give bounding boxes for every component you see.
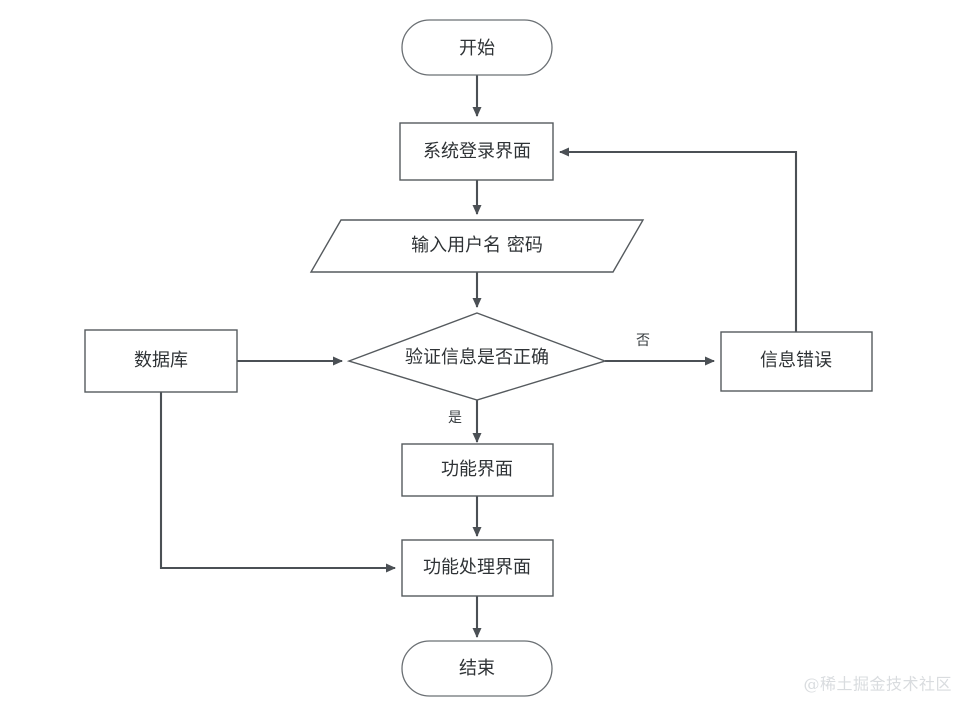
node-start-shape xyxy=(401,19,553,76)
node-login-ui-shape xyxy=(399,122,554,181)
node-error-label: 信息错误 xyxy=(760,350,832,371)
node-function-ui-label: 功能界面 xyxy=(441,459,513,480)
node-start[interactable]: 开始 xyxy=(401,19,553,76)
node-input-credentials-label: 输入用户名 密码 xyxy=(411,235,543,256)
node-end-shape xyxy=(401,640,553,697)
edge-database-to-func-proc xyxy=(159,392,396,573)
node-end-label: 结束 xyxy=(459,658,495,679)
node-verify-decision[interactable]: 验证信息是否正确 xyxy=(346,312,608,401)
node-error-shape xyxy=(720,331,873,392)
node-function-ui[interactable]: 功能界面 xyxy=(401,443,554,497)
watermark: @稀土掘金技术社区 xyxy=(803,675,952,694)
node-database[interactable]: 数据库 xyxy=(84,329,238,393)
node-database-shape xyxy=(84,329,238,393)
node-input-credentials[interactable]: 输入用户名 密码 xyxy=(309,219,645,273)
node-database-label: 数据库 xyxy=(134,350,188,371)
node-function-ui-shape xyxy=(401,443,554,497)
node-function-process-ui-label: 功能处理界面 xyxy=(423,557,531,578)
node-end[interactable]: 结束 xyxy=(401,640,553,697)
edge-error-to-login-feedback xyxy=(559,147,798,332)
node-verify-decision-shape xyxy=(346,312,608,401)
edge-label-yes: 是 xyxy=(448,410,462,426)
edge-label-layer: 否 是 xyxy=(448,333,650,426)
node-verify-decision-label: 验证信息是否正确 xyxy=(405,347,549,368)
node-start-label: 开始 xyxy=(459,38,495,59)
edge-label-no: 否 xyxy=(636,333,650,349)
node-login-ui[interactable]: 系统登录界面 xyxy=(399,122,554,181)
node-login-ui-label: 系统登录界面 xyxy=(423,141,531,162)
node-function-process-ui-shape xyxy=(401,539,554,597)
edge-layer xyxy=(159,75,798,638)
node-input-credentials-shape xyxy=(309,219,645,273)
node-error[interactable]: 信息错误 xyxy=(720,331,873,392)
node-function-process-ui[interactable]: 功能处理界面 xyxy=(401,539,554,597)
